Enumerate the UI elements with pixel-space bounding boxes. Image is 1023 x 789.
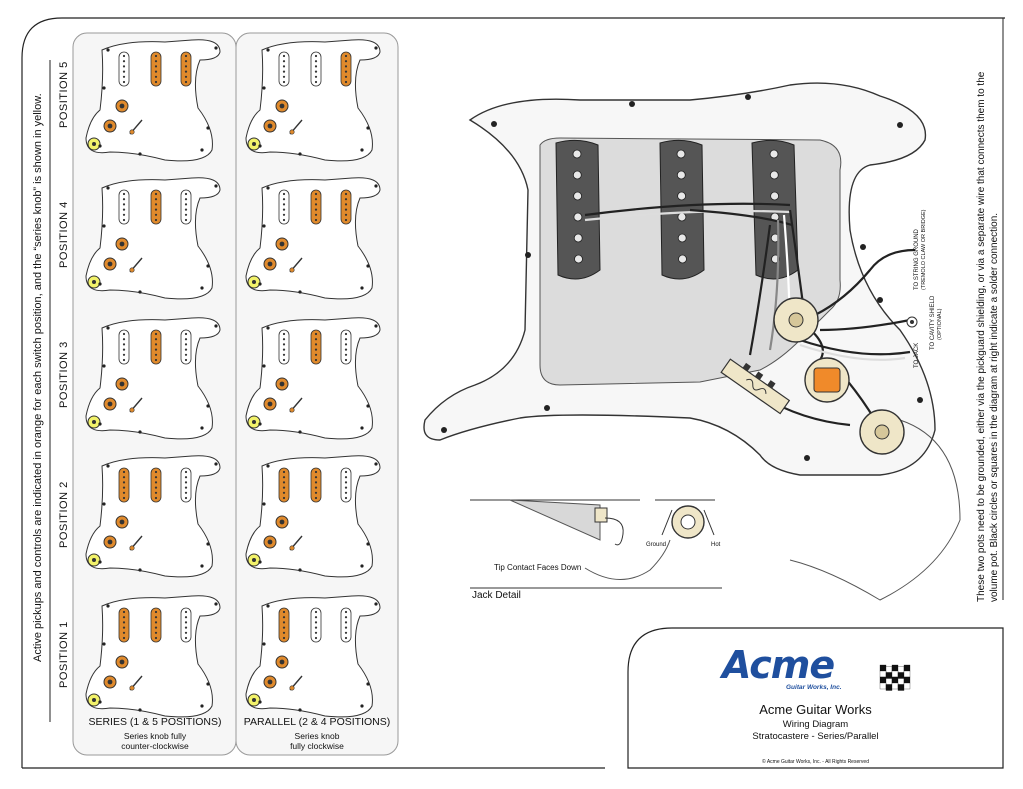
side-note: Active pickups and controls are indicate… [32, 93, 44, 662]
company-name: Acme Guitar Works [759, 702, 872, 717]
thumb-pickup-2 [180, 467, 192, 503]
label-string-ground: TO STRING GROUND [914, 229, 920, 290]
middle-pickup [659, 139, 705, 280]
thumb-series-2 [85, 317, 221, 440]
right-note-line1: These two pots need to be grounded, eith… [976, 71, 987, 602]
thumb-pickup-0 [278, 189, 290, 225]
thumb-pickup-1 [310, 467, 322, 503]
volume-pot [773, 297, 819, 343]
thumb-pickup-0 [278, 329, 290, 365]
thumb-pickup-0 [118, 607, 130, 643]
position-label-2: POSITION 2 [58, 481, 70, 548]
thumb-series-4 [85, 595, 221, 718]
thumb-pickup-1 [150, 189, 162, 225]
neck-pickup [555, 139, 601, 280]
label-cavity-shield: TO CAVITY SHIELD [930, 295, 936, 350]
thumb-pickup-2 [180, 51, 192, 87]
thumb-pickup-1 [310, 51, 322, 87]
thumb-series-1 [85, 177, 221, 300]
label-cavity-shield-sub: (OPTIONAL) [937, 308, 943, 340]
thumb-pickup-2 [180, 189, 192, 225]
thumb-pickup-2 [340, 467, 352, 503]
thumb-parallel-0 [245, 39, 381, 162]
thumb-pickup-1 [150, 607, 162, 643]
sheet-border [21, 17, 1005, 768]
label-jack-detail: Jack Detail [472, 590, 521, 601]
thumb-pickup-2 [180, 607, 192, 643]
tone-pot-series [804, 357, 850, 403]
thumb-pickup-0 [278, 467, 290, 503]
thumb-parallel-2 [245, 317, 381, 440]
label-to-jack: TO JACK [914, 342, 920, 368]
thumb-pickup-2 [340, 607, 352, 643]
parallel-column-sub2: fully clockwise [290, 741, 344, 751]
logo-subtext: Guitar Works, Inc. [786, 684, 842, 691]
thumb-pickup-0 [278, 51, 290, 87]
title-block-frame [627, 627, 1004, 769]
thumb-pickup-1 [310, 329, 322, 365]
thumb-series-3 [85, 455, 221, 578]
thumb-parallel-3 [245, 455, 381, 578]
position-label-1: POSITION 1 [58, 621, 70, 688]
thumb-parallel-1 [245, 177, 381, 300]
label-tip-contact: Tip Contact Faces Down [494, 563, 582, 572]
thumb-pickup-0 [118, 329, 130, 365]
thumb-pickup-0 [118, 189, 130, 225]
series-column-sub2: counter-clockwise [121, 741, 189, 751]
thumb-pickup-2 [340, 329, 352, 365]
copyright: © Acme Guitar Works, Inc. - All Rights R… [762, 759, 869, 765]
logo-checker-flag [879, 664, 911, 691]
thumb-pickup-1 [150, 51, 162, 87]
thumb-pickup-1 [150, 329, 162, 365]
title-line2: Stratocastere - Series/Parallel [752, 731, 879, 742]
pickguard-screws [441, 94, 923, 461]
thumb-pickup-0 [118, 467, 130, 503]
label-string-ground-sub: (TREMOLO CLAW OR BRIDGE) [921, 209, 927, 290]
selector-switch [720, 358, 791, 415]
series-column-title: SERIES (1 & 5 POSITIONS) [88, 716, 222, 728]
position-label-3: POSITION 3 [58, 341, 70, 408]
parallel-column-title: PARALLEL (2 & 4 POSITIONS) [243, 716, 391, 728]
position-label-4: POSITION 4 [58, 201, 70, 268]
logo-text: Acme [722, 643, 835, 687]
position-label-5: POSITION 5 [58, 61, 70, 128]
series-column-sub1: Series knob fully [123, 731, 187, 741]
thumb-pickup-2 [180, 329, 192, 365]
label-hot: Hot [711, 542, 721, 548]
thumb-pickup-2 [340, 189, 352, 225]
thumb-pickup-0 [118, 51, 130, 87]
thumb-pickup-2 [340, 51, 352, 87]
right-note-line2: volume pot. Black circles or squares in … [989, 212, 1000, 602]
thumb-pickup-1 [310, 607, 322, 643]
jack-connector [906, 316, 918, 328]
jack-detail [470, 499, 722, 589]
thumb-pickup-0 [278, 607, 290, 643]
thumbnail-grid [85, 39, 381, 718]
thumb-series-0 [85, 39, 221, 162]
parallel-column-sub1: Series knob [294, 731, 340, 741]
thumb-pickup-1 [150, 467, 162, 503]
title-line1: Wiring Diagram [782, 719, 849, 730]
tone-pot [859, 409, 905, 455]
thumb-pickup-1 [310, 189, 322, 225]
label-ground: Ground [646, 542, 667, 548]
thumb-parallel-4 [245, 595, 381, 718]
